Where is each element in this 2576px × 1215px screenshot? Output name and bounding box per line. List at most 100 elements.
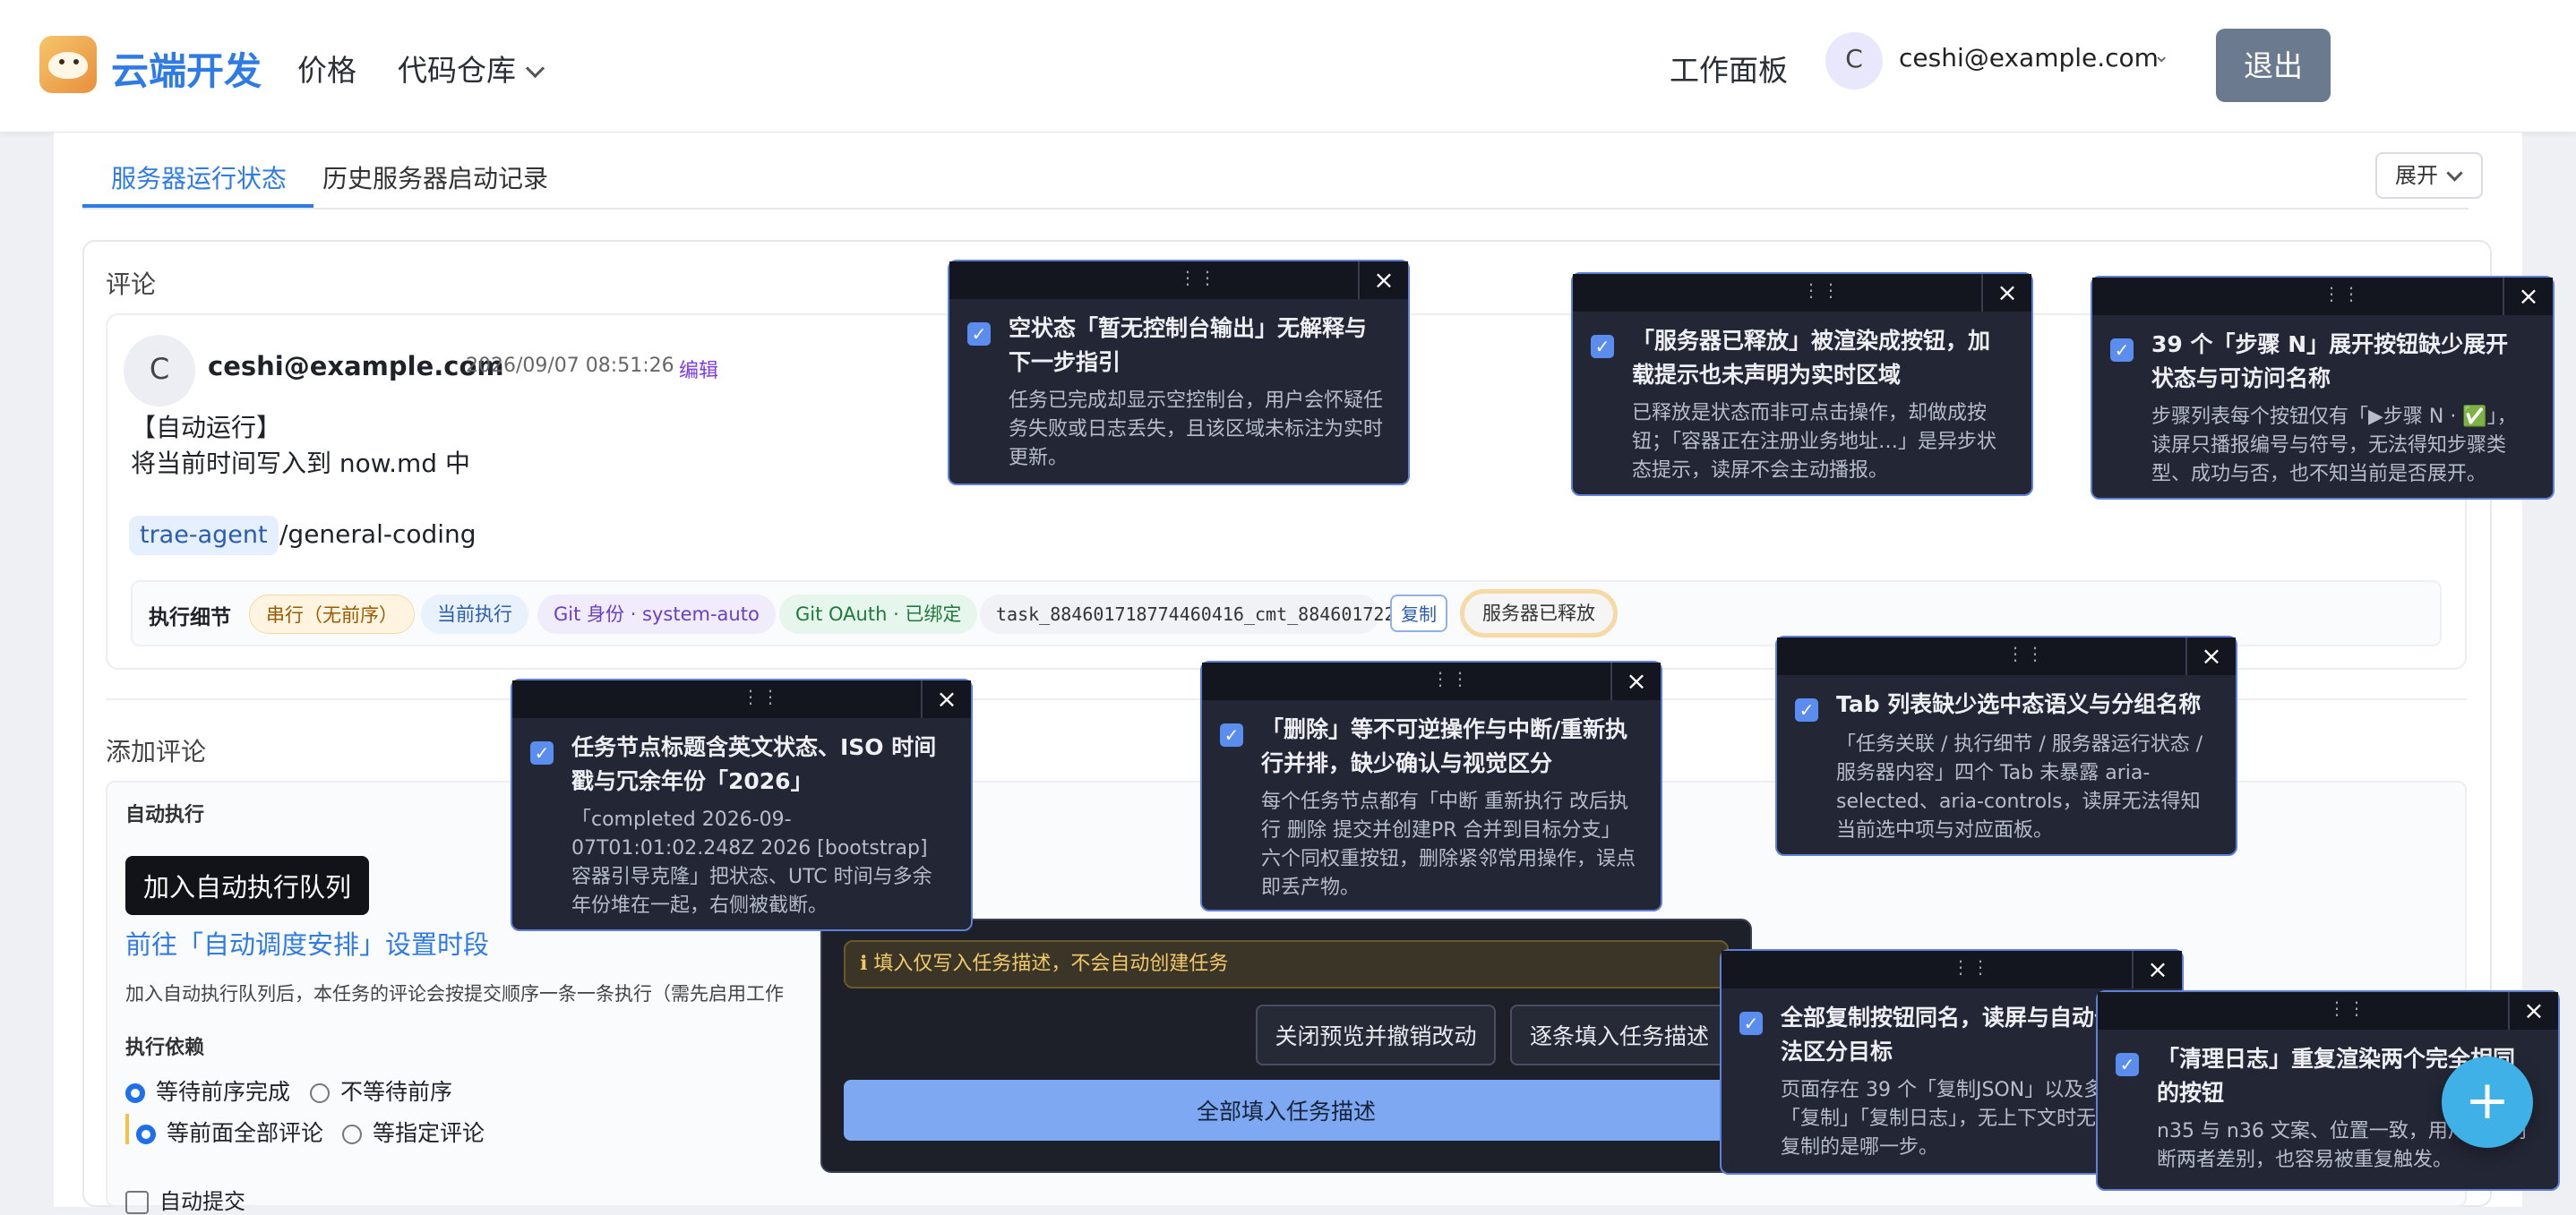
preview-info-banner: ℹ 填入仅写入任务描述，不会自动创建任务 bbox=[844, 940, 1729, 988]
issue-popover-5: ⋮⋮ × ✓ 「删除」等不可逆操作与中断/重新执行并排，缺少确认与视觉区分 每个任… bbox=[1200, 661, 1662, 911]
checkbox-icon bbox=[125, 1191, 149, 1214]
comments-title: 评论 bbox=[106, 270, 157, 299]
wait-all-radio[interactable]: 等前面全部评论 bbox=[136, 1116, 323, 1148]
issue-title: 「服务器已释放」被渲染成按钮，加载提示也未声明为实时区域 bbox=[1632, 328, 1991, 388]
wait-specific-radio[interactable]: 等指定评论 bbox=[342, 1116, 485, 1148]
issue-popover-4: ⋮⋮× ✓ 任务节点标题含英文状态、ISO 时间戳与冗余年份「2026」 「co… bbox=[511, 679, 973, 931]
issue-desc: 「任务关联 / 执行细节 / 服务器运行状态 / 服务器内容」四个 Tab 未暴… bbox=[1836, 733, 2203, 842]
issue-checkbox[interactable]: ✓ bbox=[967, 322, 991, 346]
no-wait-radio[interactable]: 不等待前序 bbox=[310, 1074, 452, 1107]
git-oauth-badge: Git OAuth · 已绑定 bbox=[779, 595, 978, 634]
dashboard-link[interactable]: 工作面板 bbox=[1670, 53, 1788, 88]
user-email[interactable]: ceshi@example.com bbox=[1899, 43, 2159, 73]
edit-link[interactable]: 编辑 bbox=[679, 360, 719, 382]
close-icon[interactable]: × bbox=[2132, 951, 2182, 988]
issue-checkbox[interactable]: ✓ bbox=[1739, 1012, 1763, 1035]
copy-task-id-button[interactable]: 复制 bbox=[1390, 595, 1447, 632]
radio-unchecked-icon bbox=[310, 1083, 330, 1103]
issue-title: 「删除」等不可逆操作与中断/重新执行并排，缺少确认与视觉区分 bbox=[1261, 716, 1628, 776]
comment-line-1: 【自动运行】 bbox=[131, 413, 282, 442]
auto-submit-label: 自动提交 bbox=[159, 1189, 245, 1214]
issue-checkbox[interactable]: ✓ bbox=[530, 741, 554, 765]
issue-checkbox[interactable]: ✓ bbox=[1220, 723, 1243, 747]
info-icon: ℹ bbox=[860, 953, 868, 975]
schedule-link[interactable]: 前往「自动调度安排」设置时段 bbox=[125, 929, 490, 960]
drag-handle-icon[interactable]: ⋮⋮ bbox=[1431, 668, 1471, 689]
git-identity-badge: Git 身份 · system-auto bbox=[537, 595, 776, 634]
issue-checkbox[interactable]: ✓ bbox=[2110, 338, 2134, 362]
logout-button[interactable]: 退出 bbox=[2216, 29, 2331, 102]
logo-icon[interactable] bbox=[39, 36, 97, 93]
radio-checked-icon bbox=[136, 1125, 156, 1144]
close-icon[interactable]: × bbox=[2508, 992, 2558, 1030]
fill-all-button[interactable]: 全部填入任务描述 bbox=[844, 1080, 1729, 1141]
close-icon[interactable]: × bbox=[2185, 637, 2236, 675]
drag-handle-icon[interactable]: ⋮⋮ bbox=[1179, 267, 1218, 288]
add-comment-title: 添加评论 bbox=[106, 737, 207, 766]
expand-label: 展开 bbox=[2395, 163, 2438, 188]
issue-checkbox[interactable]: ✓ bbox=[1591, 335, 1614, 358]
issue-checkbox[interactable]: ✓ bbox=[2116, 1053, 2139, 1076]
fill-each-button[interactable]: 逐条填入任务描述 bbox=[1510, 1005, 1729, 1065]
close-icon[interactable]: × bbox=[1610, 663, 1661, 700]
close-icon[interactable]: × bbox=[2503, 278, 2553, 315]
issue-title: 全部复制按钮同名，读屏与自动化无法区分目标 bbox=[1781, 1005, 2140, 1065]
issue-title: Tab 列表缺少选中态语义与分组名称 bbox=[1836, 691, 2202, 717]
auto-submit-checkbox[interactable]: 自动提交 bbox=[125, 1184, 245, 1215]
radio-checked-icon bbox=[125, 1083, 145, 1103]
issue-title: 39 个「步骤 N」展开按钮缺少展开状态与可访问名称 bbox=[2151, 331, 2509, 391]
drag-handle-icon[interactable]: ⋮⋮ bbox=[1802, 279, 1842, 301]
tab-divider bbox=[82, 208, 2469, 210]
chevron-down-icon bbox=[525, 58, 545, 79]
wait-all-label: 等前面全部评论 bbox=[167, 1120, 324, 1146]
chevron-down-icon bbox=[2446, 165, 2463, 182]
close-icon[interactable]: × bbox=[1358, 261, 1408, 299]
close-icon[interactable]: × bbox=[1981, 274, 2031, 312]
issue-title: 空状态「暂无控制台输出」无解释与下一步指引 bbox=[1009, 315, 1368, 375]
issue-desc: 已释放是状态而非可点击操作，却做成按钮；「容器正在注册业务地址…」是异步状态提示… bbox=[1632, 402, 1997, 482]
close-revert-button[interactable]: 关闭预览并撤销改动 bbox=[1256, 1005, 1496, 1065]
wait-prev-label: 等待前序完成 bbox=[156, 1079, 291, 1105]
issue-checkbox[interactable]: ✓ bbox=[1795, 698, 1818, 722]
brand-name[interactable]: 云端开发 bbox=[111, 49, 262, 93]
comment-author: ceshi@example.com bbox=[208, 351, 504, 381]
issue-desc: 步骤列表每个按钮仅有「▶步骤 N · ✅」，读屏只播报编号与符号，无法得知步骤类… bbox=[2151, 406, 2517, 485]
drag-handle-icon[interactable]: ⋮⋮ bbox=[2006, 643, 2046, 664]
auto-exec-label: 自动执行 bbox=[125, 804, 205, 826]
tab-server-history[interactable]: 历史服务器启动记录 bbox=[322, 164, 549, 193]
nav-repo-label: 代码仓库 bbox=[398, 53, 516, 88]
preview-info-text: 填入仅写入任务描述，不会自动创建任务 bbox=[873, 953, 1229, 975]
serial-badge: 串行（无前序） bbox=[249, 595, 415, 634]
comment-time: 2026/09/07 08:51:26 bbox=[466, 355, 674, 377]
issue-desc: 任务已完成却显示空控制台，用户会怀疑任务失败或日志丢失，且该区域未标注为实时更新… bbox=[1009, 389, 1384, 469]
comment-line-2: 将当前时间写入到 now.md 中 bbox=[131, 449, 470, 478]
join-queue-button[interactable]: 加入自动执行队列 bbox=[125, 856, 369, 915]
user-menu-chevron-icon[interactable]: ⌄ bbox=[2153, 45, 2170, 67]
no-wait-label: 不等待前序 bbox=[340, 1079, 453, 1105]
issue-popover-3: ⋮⋮ × ✓ 39 个「步骤 N」展开按钮缺少展开状态与可访问名称 步骤列表每个按… bbox=[2091, 276, 2555, 500]
drag-handle-icon[interactable]: ⋮⋮ bbox=[2323, 283, 2362, 304]
drag-handle-icon[interactable]: ⋮⋮ bbox=[1952, 956, 1991, 978]
user-avatar[interactable]: C bbox=[1825, 32, 1883, 90]
close-icon[interactable]: × bbox=[921, 680, 971, 718]
active-tab-indicator bbox=[82, 204, 313, 208]
wait-specific-label: 等指定评论 bbox=[373, 1120, 485, 1146]
expand-dropdown[interactable]: 展开 bbox=[2375, 152, 2483, 199]
issue-popover-6: ⋮⋮ × ✓ Tab 列表缺少选中态语义与分组名称 「任务关联 / 执行细节 / … bbox=[1775, 636, 2237, 856]
drag-handle-icon[interactable]: ⋮⋮ bbox=[2328, 997, 2367, 1019]
current-exec-badge: 当前执行 bbox=[421, 595, 528, 634]
nav-repo-dropdown[interactable]: 代码仓库 bbox=[398, 47, 545, 90]
add-fab-button[interactable]: + bbox=[2442, 1057, 2533, 1148]
issue-popover-1: ⋮⋮ × ✓ 空状态「暂无控制台输出」无解释与下一步指引 任务已完成却显示空控制台… bbox=[948, 260, 1410, 485]
wait-prev-radio[interactable]: 等待前序完成 bbox=[125, 1074, 290, 1107]
queue-note: 加入自动执行队列后，本任务的评论会按提交顺序一条一条执行（需先启用工作 bbox=[125, 983, 784, 1005]
drag-handle-icon[interactable]: ⋮⋮ bbox=[742, 686, 781, 707]
dependency-label: 执行依赖 bbox=[125, 1037, 205, 1059]
agent-path: /general-coding bbox=[279, 519, 477, 549]
issue-title: 「清理日志」重复渲染两个完全相同的按钮 bbox=[2157, 1046, 2516, 1106]
issue-popover-2: ⋮⋮ × ✓ 「服务器已释放」被渲染成按钮，加载提示也未声明为实时区域 已释放是状… bbox=[1571, 272, 2033, 496]
server-released-button[interactable]: 服务器已释放 bbox=[1460, 589, 1618, 637]
issue-desc: 每个任务节点都有「中断 重新执行 改后执行 删除 提交并创建PR 合并到目标分支… bbox=[1261, 791, 1636, 899]
nav-price-link[interactable]: 价格 bbox=[297, 53, 356, 88]
tab-server-status[interactable]: 服务器运行状态 bbox=[111, 164, 288, 193]
